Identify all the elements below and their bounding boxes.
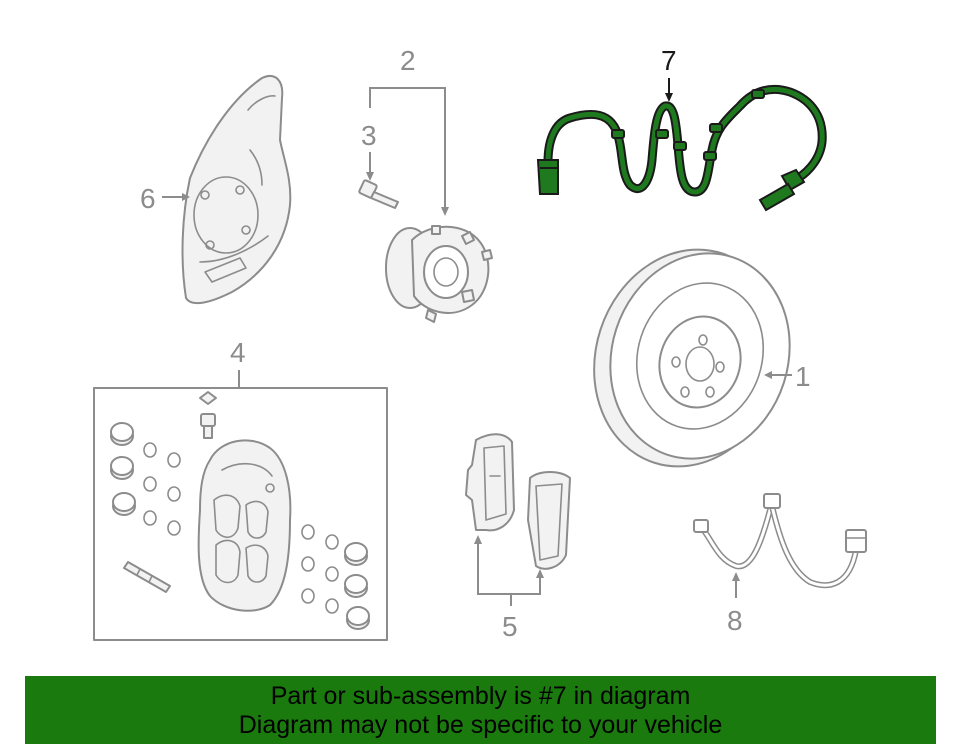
caliper-kit-part — [110, 391, 370, 630]
callout-2-bracket — [369, 87, 446, 212]
callout-1-number: 1 — [795, 361, 811, 392]
callout-5-arrowhead-left — [474, 535, 482, 544]
callout-6-number: 6 — [140, 183, 156, 214]
dust-shield-part — [181, 75, 292, 305]
info-banner: Part or sub-assembly is #7 in diagram Di… — [25, 676, 936, 744]
banner-line-1: Part or sub-assembly is #7 in diagram — [270, 682, 691, 710]
abs-sensor-wire-part — [536, 84, 827, 212]
brake-rotor-part — [593, 248, 791, 468]
callout-8-arrowhead — [732, 572, 740, 581]
callout-5-arrowhead-right — [536, 569, 544, 578]
callout-7-arrowhead — [665, 93, 673, 102]
hub-bolt-part — [358, 179, 399, 209]
wire-harness-part — [693, 493, 867, 589]
callout-5-bracket — [477, 540, 541, 595]
callout-8-number: 8 — [727, 605, 743, 636]
callout-2-number: 2 — [400, 45, 416, 76]
callout-6-arrowhead — [182, 193, 190, 201]
callout-3-arrowhead — [366, 172, 374, 181]
callout-1-arrowhead — [764, 371, 772, 379]
callout-5-number: 5 — [502, 611, 518, 642]
callout-4-number: 4 — [230, 337, 246, 368]
banner-line-2: Diagram may not be specific to your vehi… — [238, 711, 723, 739]
caliper-kit-box — [93, 387, 388, 641]
callout-7-number: 7 — [661, 45, 677, 76]
hub-bearing-part — [385, 225, 493, 323]
callout-3-number: 3 — [361, 120, 377, 151]
callout-2-arrowhead — [441, 207, 449, 216]
brake-pads-part — [465, 433, 571, 570]
